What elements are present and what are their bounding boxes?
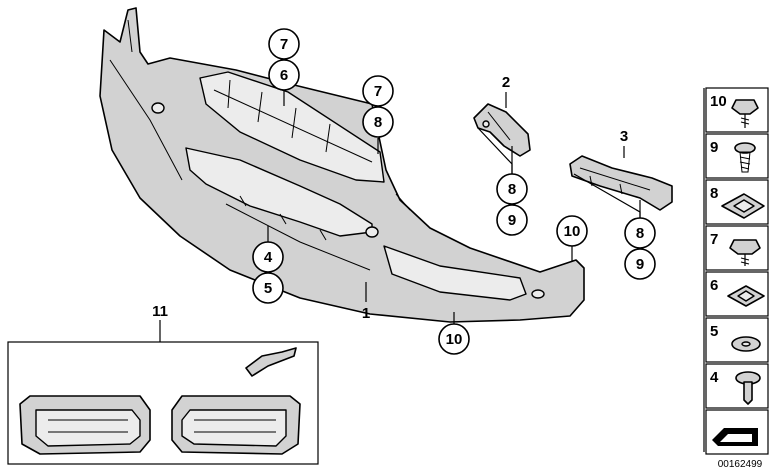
svg-text:9: 9 bbox=[710, 139, 718, 156]
svg-text:9: 9 bbox=[508, 212, 516, 229]
callout-9-left: 9 bbox=[496, 204, 528, 236]
expanding-rivet-icon bbox=[735, 371, 761, 405]
legend-item-9: 9 bbox=[705, 133, 769, 179]
svg-text:6: 6 bbox=[710, 277, 718, 294]
legend-item-7: 7 bbox=[705, 225, 769, 271]
svg-text:2: 2 bbox=[502, 74, 510, 91]
svg-text:1: 1 bbox=[362, 305, 370, 322]
svg-text:5: 5 bbox=[264, 280, 272, 297]
callout-9-right: 9 bbox=[624, 248, 656, 280]
svg-text:10: 10 bbox=[446, 331, 463, 348]
svg-text:7: 7 bbox=[710, 231, 718, 248]
legend-item-4: 4 bbox=[705, 363, 769, 409]
legend-column: 10 9 8 7 bbox=[703, 87, 769, 455]
callout-7-mid: 7 bbox=[362, 75, 394, 107]
svg-text:7: 7 bbox=[374, 83, 382, 100]
svg-text:4: 4 bbox=[264, 249, 273, 266]
legend-item-5: 5 bbox=[705, 317, 769, 363]
callout-7-top: 7 bbox=[268, 28, 300, 60]
callout-11: 11 bbox=[152, 303, 168, 320]
footer-arrow-icon bbox=[705, 409, 769, 455]
svg-text:8: 8 bbox=[710, 185, 718, 202]
callout-10-upper: 10 bbox=[556, 215, 588, 247]
callout-1: 1 bbox=[362, 305, 370, 322]
callout-6: 6 bbox=[268, 59, 300, 91]
callout-8-right: 8 bbox=[624, 217, 656, 249]
svg-text:10: 10 bbox=[564, 223, 581, 240]
callout-4: 4 bbox=[252, 241, 284, 273]
screw-icon bbox=[731, 99, 759, 128]
svg-text:8: 8 bbox=[508, 181, 516, 198]
grille-left bbox=[19, 395, 151, 455]
callout-10-lower: 10 bbox=[438, 323, 470, 355]
bracket-left bbox=[473, 103, 531, 157]
svg-text:5: 5 bbox=[710, 323, 718, 340]
legend-item-8: 8 bbox=[705, 179, 769, 225]
svg-text:11: 11 bbox=[152, 303, 168, 320]
svg-text:8: 8 bbox=[374, 114, 382, 131]
svg-text:3: 3 bbox=[620, 128, 628, 145]
diagram-id: 00162499 bbox=[718, 459, 763, 470]
svg-text:7: 7 bbox=[280, 36, 288, 53]
grille-clip bbox=[245, 347, 297, 377]
grille-right bbox=[171, 395, 301, 455]
svg-text:10: 10 bbox=[710, 93, 727, 110]
square-grommet-icon bbox=[727, 285, 765, 307]
svg-text:4: 4 bbox=[710, 369, 719, 386]
callout-8-left: 8 bbox=[496, 173, 528, 205]
hex-screw-icon bbox=[729, 239, 761, 266]
svg-text:9: 9 bbox=[636, 256, 644, 273]
callout-3: 3 bbox=[620, 128, 628, 145]
leader-lines bbox=[159, 90, 641, 342]
callout-5: 5 bbox=[252, 272, 284, 304]
bracket-right bbox=[569, 155, 673, 211]
self-tapping-screw-icon bbox=[734, 142, 756, 173]
grille-set-panel bbox=[7, 341, 319, 465]
svg-text:8: 8 bbox=[636, 225, 644, 242]
legend-item-6: 6 bbox=[705, 271, 769, 317]
bumper-trim-panel bbox=[99, 7, 585, 323]
legend-item-10: 10 bbox=[705, 87, 769, 133]
clip-nut-icon bbox=[721, 193, 765, 219]
callout-8-mid: 8 bbox=[362, 106, 394, 138]
washer-icon bbox=[731, 336, 761, 352]
callout-2: 2 bbox=[502, 74, 510, 91]
svg-text:6: 6 bbox=[280, 67, 288, 84]
